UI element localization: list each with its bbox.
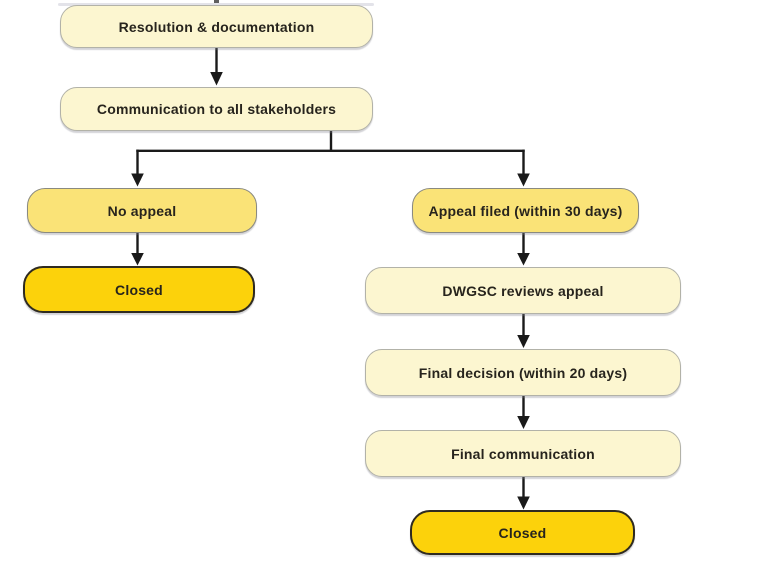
- clipped-box-shadow: [58, 3, 374, 6]
- flow-node-final-decision: Final decision (within 20 days): [365, 349, 681, 396]
- clipped-connector-stub: [214, 0, 219, 3]
- connector-communication-closed: [517, 477, 530, 510]
- flow-node-communication-stakeholders: Communication to all stakeholders: [60, 87, 373, 131]
- flow-node-closed-left: Closed: [23, 266, 255, 313]
- flow-node-dwgsc-reviews-appeal: DWGSC reviews appeal: [365, 267, 681, 314]
- connector-communication-branch: [131, 131, 530, 187]
- connector-no-appeal-closed: [131, 233, 144, 266]
- connector-resolution-communication: [210, 48, 223, 86]
- connector-appeal-dwgsc: [517, 233, 530, 266]
- flow-node-no-appeal: No appeal: [27, 188, 257, 233]
- flow-node-final-communication: Final communication: [365, 430, 681, 477]
- connector-dwgsc-final-decision: [517, 314, 530, 348]
- flow-node-appeal-filed: Appeal filed (within 30 days): [412, 188, 639, 233]
- flow-node-closed-right: Closed: [410, 510, 635, 555]
- flow-node-resolution-documentation: Resolution & documentation: [60, 5, 373, 48]
- connector-decision-communication: [517, 396, 530, 429]
